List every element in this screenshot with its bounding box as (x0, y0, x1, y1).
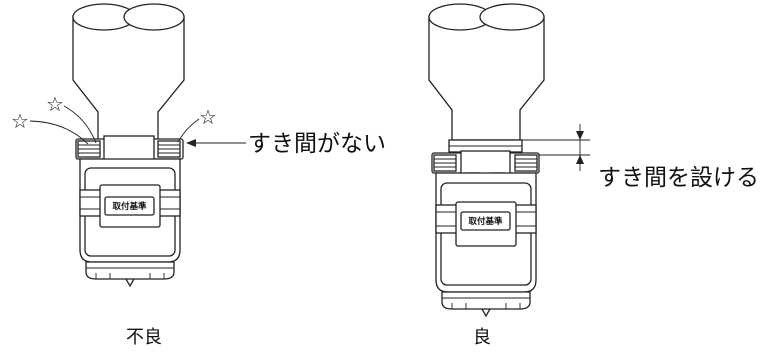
set-gap-label: すき間を設ける (598, 165, 759, 191)
cable-sleeve (428, 3, 545, 141)
dimension-arrowhead (576, 131, 584, 140)
callout-arrowhead (186, 139, 196, 147)
right-figure-with-gap: 取付基準 すき間を設ける 良 (428, 3, 759, 348)
connector-base (85, 261, 175, 288)
gap-spacer (448, 139, 523, 153)
star-icon: ☆ (11, 109, 29, 133)
connector-base (441, 291, 531, 318)
no-gap-label: すき間がない (248, 131, 386, 157)
star-pointer-line (29, 120, 89, 145)
star-pointer-line (177, 118, 200, 143)
gap-dimension-callout: すき間を設ける (522, 124, 759, 191)
star-icon: ☆ (199, 105, 217, 129)
mounting-reference-label: 取付基準 (468, 216, 503, 227)
left-figure-no-gap: 取付基準 ☆ ☆ ☆ すき間がない 不良 (11, 3, 386, 348)
cable-sleeve (72, 3, 185, 144)
mounting-reference-label: 取付基準 (112, 201, 147, 212)
no-gap-callout: すき間がない (186, 131, 386, 157)
star-indicators: ☆ ☆ ☆ (11, 92, 217, 145)
star-pointer-line (63, 105, 97, 144)
connector-body: 取付基準 (435, 172, 537, 293)
star-icon: ☆ (46, 92, 64, 116)
bad-caption: 不良 (126, 327, 162, 348)
good-caption: 良 (473, 327, 491, 348)
dimension-arrowhead (576, 155, 584, 164)
connector-body: 取付基準 (79, 158, 181, 263)
